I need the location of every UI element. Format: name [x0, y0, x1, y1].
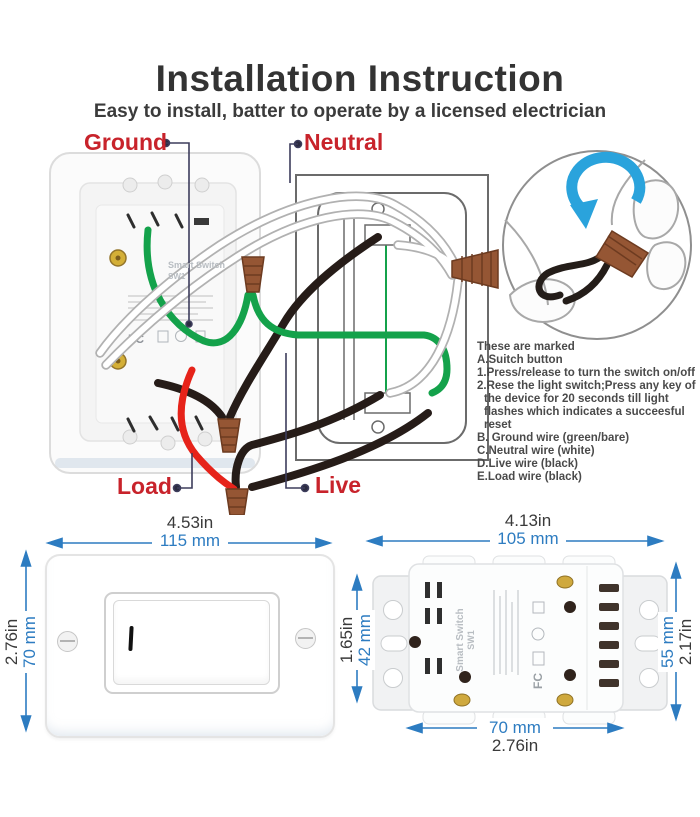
leader-lines: [161, 138, 310, 493]
screw: [57, 631, 78, 652]
wire-holes: [409, 601, 576, 683]
plate-height-mm: 70 mm: [20, 611, 40, 673]
device-name-line2: SW1: [168, 272, 186, 281]
notes: These are marked A.Suitch button 1.Press…: [477, 341, 700, 484]
unit-right-height-arrow: [670, 561, 682, 722]
device-name-line1: Smart Switch: [168, 260, 226, 270]
unit-left-in: 1.65in: [337, 610, 357, 670]
unit-width-mm: 105 mm: [490, 529, 566, 549]
unit-body-in: 2.76in: [491, 736, 539, 755]
plate-width-mm: 115 mm: [152, 531, 228, 551]
note-line: B. Ground wire (green/bare): [477, 432, 630, 444]
ground-label: Ground: [84, 129, 168, 155]
cert-icons: [531, 601, 545, 666]
page-subtitle: Easy to install, batter to operate by a …: [93, 101, 607, 122]
vent-slots: [599, 584, 619, 687]
black-live-wires: [154, 233, 432, 491]
unit-right-mm: 55 mm: [658, 612, 678, 672]
wire-nut-load: [217, 418, 241, 453]
unit-left-mm: 42 mm: [355, 610, 375, 670]
wires: [95, 191, 463, 493]
device-name: Smart Switch SW1: [168, 260, 225, 282]
note-line: These are marked: [477, 341, 575, 353]
unit-width-in: 4.13in: [504, 511, 552, 530]
switch-unit-back: [372, 555, 668, 725]
plate-width-in: 4.53in: [166, 513, 214, 532]
plate-height-in: 2.76in: [2, 611, 22, 673]
wire-nut-live: [225, 488, 249, 515]
screw: [295, 628, 316, 649]
note-line: E.Load wire (black): [477, 471, 582, 483]
neutral-label: Neutral: [304, 129, 384, 155]
note-line: A.Suitch button: [477, 354, 563, 366]
wire-nuts: [217, 249, 499, 515]
note-line: D.Live wire (black): [477, 458, 578, 470]
page-title: Installation Instruction: [155, 58, 565, 99]
twist-inset: [502, 150, 692, 340]
note-line: 2.Rese the light switch;Press any key of: [477, 380, 696, 392]
inset-wire-nut: [594, 229, 650, 278]
wire-nut-top: [241, 256, 265, 293]
note-line: 1.Press/release to turn the switch on/of…: [477, 367, 695, 379]
terminal-screw: [109, 249, 127, 370]
blade-slots: [425, 582, 442, 674]
note-line: C.Neutral wire (white): [477, 445, 595, 457]
label-fine-print: [493, 590, 519, 675]
hand-outline: [504, 159, 687, 323]
unit-body-mm: 70 mm: [477, 718, 553, 738]
note-line: flashes which indicates a succeesful res…: [484, 406, 685, 431]
rocker-switch: [113, 600, 270, 685]
white-neutral-wires: [95, 191, 463, 398]
note-line: the device for 20 seconds till light: [484, 393, 669, 405]
unit-right-in: 2.17in: [676, 612, 696, 672]
load-label: Load: [117, 473, 172, 499]
wiring-diagram: FC: [49, 138, 692, 515]
live-label: Live: [315, 472, 362, 498]
inset-wires: [535, 253, 611, 305]
blade-slots: [126, 211, 204, 433]
gold-screws: [453, 575, 574, 707]
red-load-wire: [177, 366, 238, 493]
rotation-arrow-icon: [566, 151, 646, 229]
wire-nut-right: [451, 249, 499, 289]
